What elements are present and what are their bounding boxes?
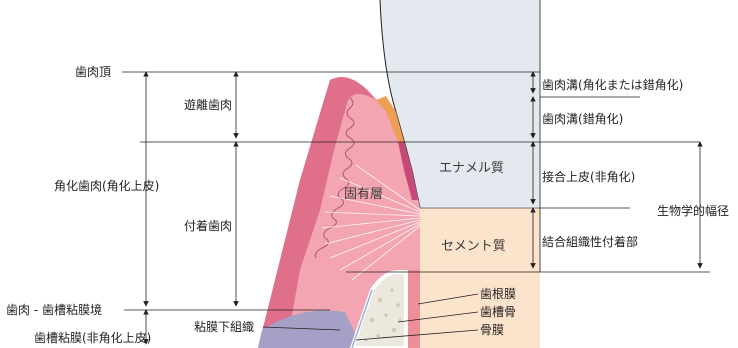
- label-periosteum: 骨膜: [480, 323, 504, 337]
- label-alveolar-mucosa: 歯槽粘膜(非角化上皮): [34, 330, 151, 345]
- label-submucosa: 粘膜下組織: [194, 319, 254, 334]
- label-cementum: セメント質: [441, 239, 506, 254]
- label-gingival-crest: 歯肉頂: [75, 65, 111, 79]
- label-enamel: エナメル質: [439, 161, 504, 176]
- label-attached-gingiva: 付着歯肉: [184, 218, 232, 233]
- label-sulcus-nonkeratinized: 歯肉溝(角化または錯角化): [542, 77, 683, 92]
- label-alveolar-bone: 歯槽骨: [480, 305, 516, 319]
- label-periodontal-ligament: 歯根膜: [480, 287, 516, 301]
- label-keratinized-gingiva: 角化歯肉(角化上皮): [54, 179, 159, 193]
- label-free-gingiva: 遊離歯肉: [184, 97, 232, 112]
- label-mucogingival-junction: 歯肉 - 歯槽粘膜境: [6, 302, 102, 317]
- label-junctional-epithelium: 接合上皮(非角化): [542, 169, 635, 184]
- label-lamina-propria: 固有層: [344, 187, 383, 202]
- label-connective-attachment: 結合組織性付着部: [542, 234, 638, 249]
- label-sulcus-parakeratinized: 歯肉溝(錯角化): [542, 111, 623, 126]
- label-biologic-width: 生物学的幅径: [657, 203, 729, 218]
- periodontal-ligament-region: [406, 270, 420, 348]
